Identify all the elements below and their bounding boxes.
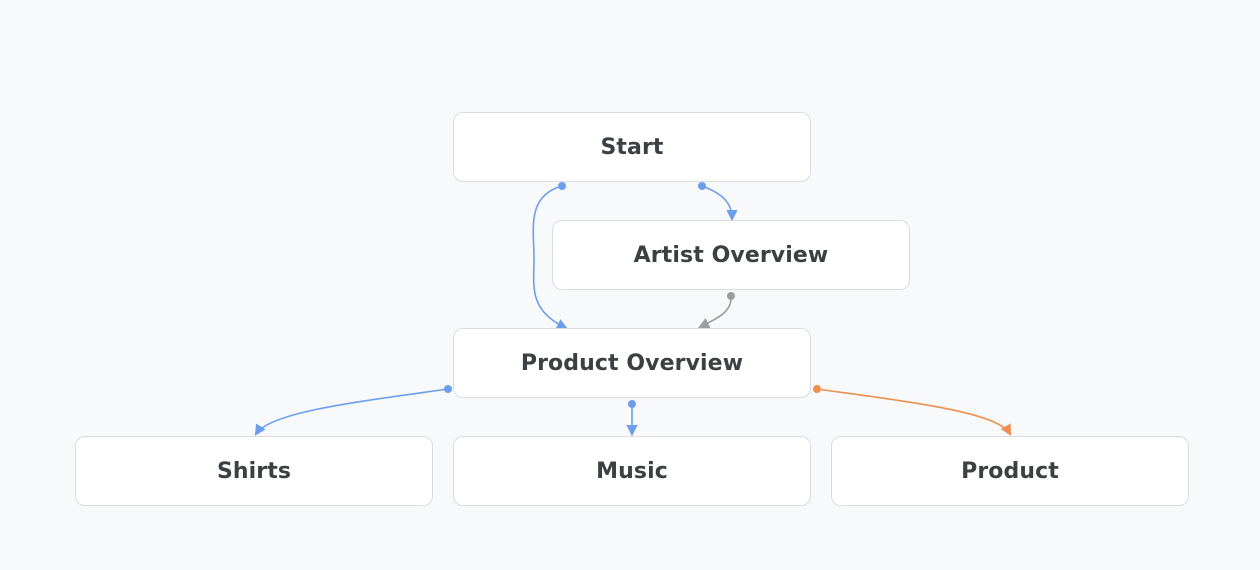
node-product[interactable]: Product <box>831 436 1189 506</box>
edge-artist-to-product-overview <box>697 295 732 329</box>
edge-product-overview-to-shirts-start-dot <box>444 385 452 393</box>
edge-artist-to-product-overview-start-dot <box>727 292 735 300</box>
edge-start-to-artist-overview-start-dot <box>698 182 706 190</box>
edge-product-overview-to-shirts <box>254 388 449 436</box>
edge-product-overview-to-product <box>816 388 1012 436</box>
edge-product-overview-to-product-start-dot <box>813 385 821 393</box>
node-product-overview[interactable]: Product Overview <box>453 328 811 398</box>
edge-start-to-product-overview-start-dot <box>558 182 566 190</box>
node-artist-overview[interactable]: Artist Overview <box>552 220 910 290</box>
edge-start-to-artist-overview <box>701 185 738 222</box>
node-shirts[interactable]: Shirts <box>75 436 433 506</box>
edge-product-overview-to-music-start-dot <box>628 400 636 408</box>
node-music[interactable]: Music <box>453 436 811 506</box>
node-start[interactable]: Start <box>453 112 811 182</box>
